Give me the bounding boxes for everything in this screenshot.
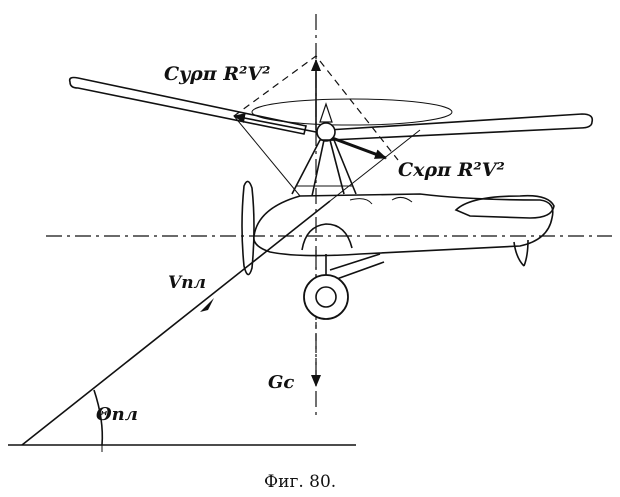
landing-gear-strut: [329, 253, 381, 271]
lift-force-vector: [233, 113, 317, 133]
landing-wheel-hub: [315, 286, 337, 308]
rotor-blade-left: [68, 76, 307, 135]
landing-gear-strut-2: [333, 261, 385, 281]
flight-path-extension: [329, 129, 421, 202]
cockpit: [349, 196, 413, 205]
pylon-strut-2: [329, 139, 345, 195]
lift-force-label: Cyρπ R²V²: [164, 63, 271, 85]
velocity-arrow-head: [200, 298, 214, 312]
force-parallelogram: [233, 55, 399, 161]
flight-path-line: [21, 200, 331, 446]
rotor-blade-right: [327, 113, 594, 141]
fuselage: [253, 193, 554, 257]
propeller: [241, 180, 255, 276]
rotor-pylon: [291, 139, 357, 195]
drag-force-label: Cxρπ R²V²: [398, 159, 505, 181]
rotor-hub-cone: [319, 102, 333, 123]
rudder: [513, 239, 529, 267]
parallelogram-edge: [233, 115, 301, 197]
glide-angle-label: Θпл: [96, 404, 138, 425]
tail-fin: [454, 194, 555, 219]
velocity-label: Vпл: [168, 273, 206, 293]
rotor-hub: [316, 122, 336, 142]
rotor-disc: [251, 98, 453, 126]
weight-label: Gc: [268, 372, 294, 393]
pylon-strut: [311, 139, 325, 197]
engine-cowling: [301, 223, 353, 251]
figure-caption: Фиг. 80.: [264, 472, 336, 492]
